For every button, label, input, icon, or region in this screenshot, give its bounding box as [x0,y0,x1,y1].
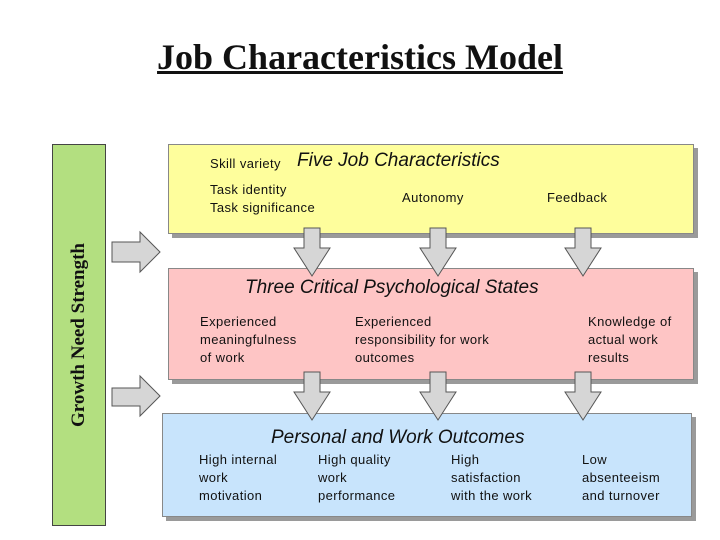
characteristic-task-significance: Task significance [210,200,316,215]
outcome-performance: High quality work performance [318,452,396,503]
personal-work-outcomes-box [162,413,692,517]
outcome-motivation: High internal work motivation [199,452,278,503]
outcomes-heading: Personal and Work Outcomes [271,427,525,448]
outcome-absenteeism: Low absenteeism and turnover [582,452,661,503]
characteristic-skill-variety: Skill variety [210,156,281,171]
state-knowledge: Knowledge of actual work results [588,314,672,365]
state-responsibility: Experienced responsibility for work outc… [355,314,490,365]
growth-need-strength-bar: Growth Need Strength [52,144,106,526]
characteristic-task-identity: Task identity [210,182,287,197]
side-arrow-top [111,230,161,274]
state-meaningfulness: Experienced meaningfulness of work [200,314,297,365]
psychological-states-heading: Three Critical Psychological States [245,277,539,298]
characteristic-autonomy: Autonomy [402,190,464,205]
outcome-satisfaction: High satisfaction with the work [451,452,533,503]
five-job-characteristics-heading: Five Job Characteristics [297,150,500,171]
characteristic-feedback: Feedback [547,190,608,205]
side-arrow-bottom [111,374,161,418]
critical-psychological-states-box [168,268,694,380]
five-job-characteristics-box [168,144,694,234]
growth-need-strength-label: Growth Need Strength [68,242,89,428]
page-title: Job Characteristics Model [157,37,563,77]
